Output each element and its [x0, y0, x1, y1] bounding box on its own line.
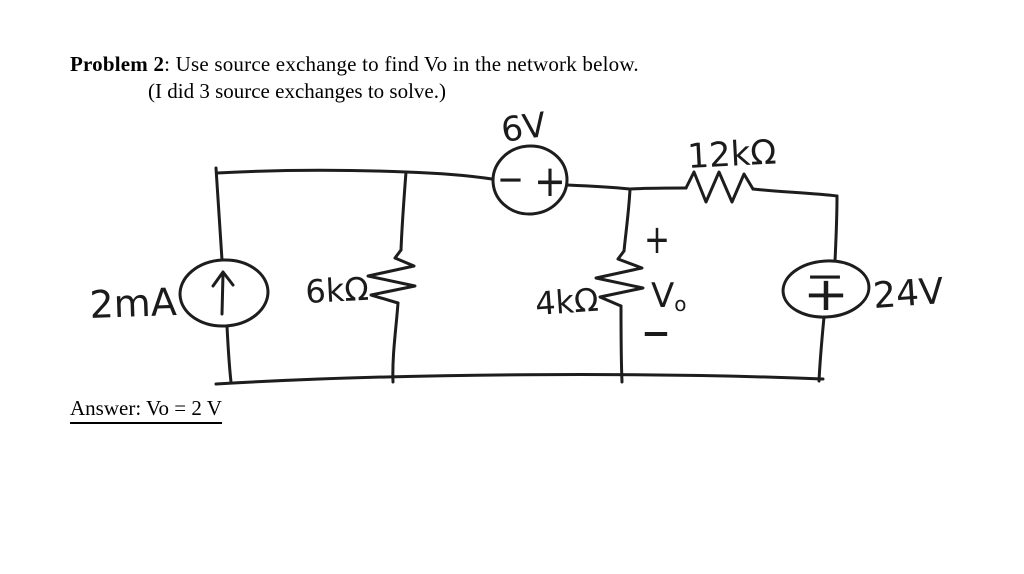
wire-right-upper: [833, 194, 839, 263]
current-source-label: 2mA: [89, 280, 178, 327]
voltage-source-6v-symbol: − + 6V: [491, 105, 569, 216]
voltage-source-6v-label: 6V: [499, 105, 549, 151]
problem-statement: : Use source exchange to find Vo in the …: [164, 52, 639, 76]
resistor-4k-symbol: 4kΩ: [534, 249, 645, 323]
current-source-2ma-symbol: 2mA: [89, 258, 270, 328]
voltage-source-24v-minus-sign: −: [805, 254, 845, 298]
current-arrow-up-icon: [220, 272, 225, 316]
wire-6k-lead-bottom: [391, 301, 400, 384]
output-minus-sign: −: [641, 305, 671, 361]
output-voltage-annotation: + Vo −: [641, 217, 687, 361]
wire-bottom: [214, 373, 825, 386]
wire-top-left: [215, 168, 408, 175]
voltage-source-24v-circle: [781, 259, 871, 319]
voltage-source-6v-plus-sign: +: [534, 156, 566, 207]
current-arrow-head-icon: [211, 270, 235, 288]
wire-right-lower: [817, 315, 826, 383]
output-voltage-subscript: o: [674, 292, 686, 316]
resistor-12k-symbol: 12kΩ: [684, 132, 777, 204]
wire-node-to-12k: [628, 186, 688, 191]
output-voltage-letter: V: [651, 276, 674, 316]
output-voltage-label: Vo: [651, 276, 687, 316]
problem-title: Problem 2: Use source exchange to find V…: [70, 52, 639, 77]
voltage-source-24v-label: 24V: [872, 271, 945, 317]
voltage-source-24v-symbol: − + 24V: [781, 254, 945, 321]
circuit-wires: [214, 166, 839, 386]
resistor-4k-label: 4kΩ: [534, 281, 600, 323]
resistor-6k-label: 6kΩ: [304, 270, 369, 311]
wire-12k-to-corner: [751, 187, 839, 198]
wire-left-upper: [214, 166, 224, 262]
resistor-12k-zigzag: [684, 170, 755, 204]
output-plus-sign: +: [644, 217, 670, 263]
resistor-12k-label: 12kΩ: [686, 132, 777, 177]
wire-4k-lead-top: [622, 187, 632, 253]
voltage-source-6v-minus-sign: −: [497, 157, 524, 201]
resistor-6k-symbol: 6kΩ: [304, 248, 417, 311]
voltage-source-24v-plus-sign: +: [803, 267, 849, 321]
resistor-6k-zigzag: [366, 248, 417, 305]
wire-left-lower: [225, 324, 233, 384]
current-source-circle: [178, 258, 270, 328]
wire-top-to-6v: [404, 170, 494, 181]
answer-text: Answer: Vo = 2 V: [70, 396, 222, 424]
resistor-4k-zigzag: [594, 249, 645, 308]
wire-4k-lead-bottom: [619, 304, 624, 384]
voltage-source-6v-circle: [491, 144, 569, 216]
problem-note: (I did 3 source exchanges to solve.): [148, 79, 446, 103]
problem-label: Problem 2: [70, 52, 165, 76]
wire-6v-to-node: [565, 183, 632, 191]
wire-6k-lead-top: [399, 170, 408, 252]
